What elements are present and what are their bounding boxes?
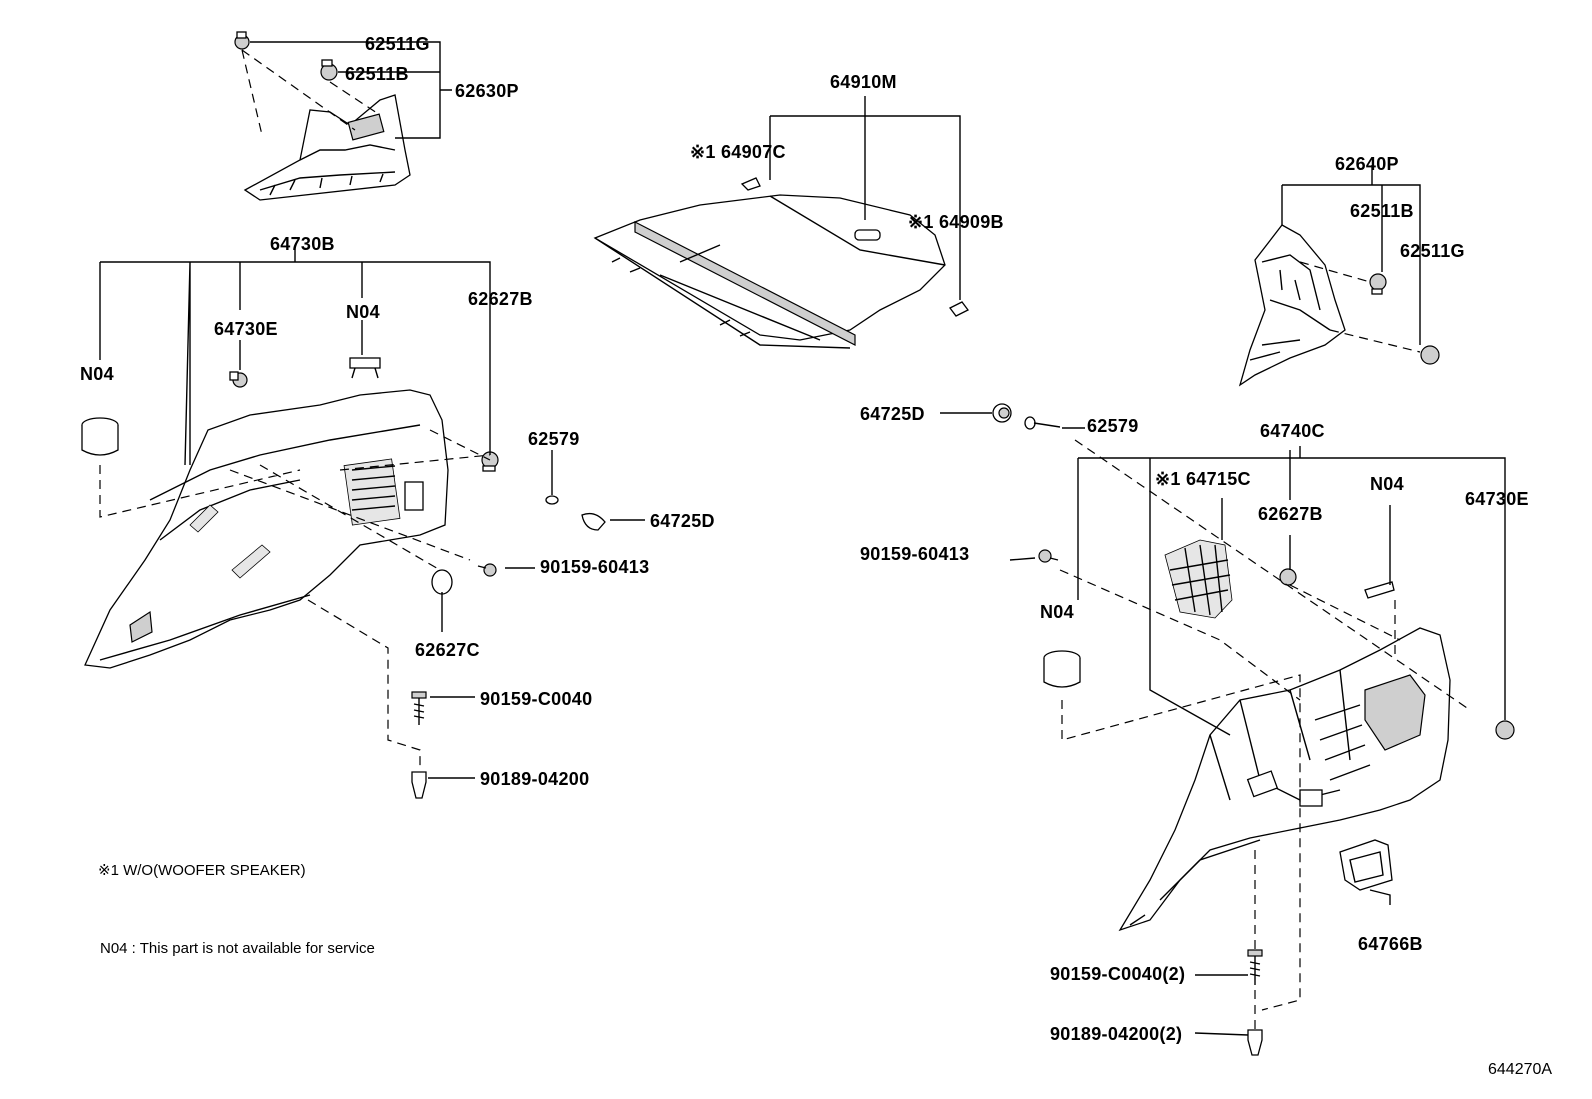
clip-64730E-left <box>229 371 248 388</box>
screw-90159-60413-left <box>477 563 497 577</box>
speaker-cover-64715C <box>1164 539 1233 619</box>
label-64715C: ※1 64715C <box>1155 469 1251 489</box>
clip-64909B <box>949 301 969 317</box>
cap-62627C <box>431 569 453 595</box>
clip-64907C <box>740 177 761 191</box>
label-62627B-right: 62627B <box>1258 504 1323 524</box>
note-woofer: ※1 W/O(WOOFER SPEAKER) <box>98 862 306 879</box>
clip-64725D-right <box>992 403 1012 423</box>
label-90159-C0040-left: 90159-C0040 <box>480 689 592 709</box>
cover-64766B <box>1339 839 1393 891</box>
pillar-trim-62640P <box>1238 224 1346 387</box>
label-90159-60413-left: 90159-60413 <box>540 557 649 577</box>
bolt-62579-left <box>545 455 559 505</box>
clip-90189-04200-right <box>1247 1029 1263 1056</box>
clip-62511B-right <box>1369 273 1387 295</box>
grommet-N04-right <box>1043 650 1081 688</box>
bolt-62579-right <box>1024 416 1061 430</box>
clip-64730E-right <box>1495 720 1515 740</box>
clip-62511G-right <box>1420 345 1440 365</box>
label-62511B-right: 62511B <box>1350 201 1414 221</box>
label-62579-left: 62579 <box>528 429 580 449</box>
label-N04-left-clip: N04 <box>346 302 380 322</box>
diagram-reference-number: 644270A <box>1488 1061 1552 1078</box>
clip-90189-04200-left <box>411 771 427 799</box>
quarter-trim-64730B <box>84 389 449 669</box>
clip-N04-left <box>349 357 381 379</box>
label-90159-60413-right: 90159-60413 <box>860 544 969 564</box>
label-64725D-right: 64725D <box>860 404 925 424</box>
screw-90159-C0040-right <box>1247 949 1263 985</box>
label-64730E-right: 64730E <box>1465 489 1529 509</box>
label-62627C: 62627C <box>415 640 480 660</box>
grommet-N04-left <box>81 417 119 456</box>
label-64740C: 64740C <box>1260 421 1325 441</box>
label-62511G-top: 62511G <box>365 34 430 54</box>
label-62511G-right: 62511G <box>1400 241 1465 261</box>
label-64730B: 64730B <box>270 234 335 254</box>
label-64766B: 64766B <box>1358 934 1423 954</box>
clip-64725D-left <box>581 512 606 531</box>
screw-90159-C0040-left <box>411 691 427 725</box>
note-n04: N04 : This part is not available for ser… <box>100 940 375 957</box>
quarter-trim-64740C <box>1118 627 1451 932</box>
label-90159-C0040-right: 90159-C0040(2) <box>1050 964 1185 984</box>
tonneau-cover-64910M <box>593 194 946 349</box>
label-64910M: 64910M <box>830 72 897 92</box>
pillar-trim-62630P <box>243 94 411 201</box>
clip-62627B-right <box>1279 568 1297 586</box>
label-62579-right: 62579 <box>1087 416 1139 436</box>
label-N04-left-grommet: N04 <box>80 364 114 384</box>
label-90189-04200-left: 90189-04200 <box>480 769 589 789</box>
label-64907C: ※1 64907C <box>690 142 786 162</box>
clip-62511B-top <box>320 59 338 81</box>
label-64725D-left: 64725D <box>650 511 715 531</box>
label-62627B-left: 62627B <box>468 289 533 309</box>
label-62640P: 62640P <box>1335 154 1399 174</box>
clip-62511G-top <box>234 31 250 50</box>
label-62630P: 62630P <box>455 81 519 101</box>
label-64909B: ※1 64909B <box>908 212 1004 232</box>
screw-90159-60413-right <box>1038 549 1059 563</box>
label-90189-04200-right: 90189-04200(2) <box>1050 1024 1182 1044</box>
label-N04-right-grommet: N04 <box>1040 602 1074 622</box>
label-N04-right-clip: N04 <box>1370 474 1404 494</box>
clip-N04-right <box>1364 581 1395 599</box>
label-64730E-left: 64730E <box>214 319 278 339</box>
label-62511B-top: 62511B <box>345 64 409 84</box>
